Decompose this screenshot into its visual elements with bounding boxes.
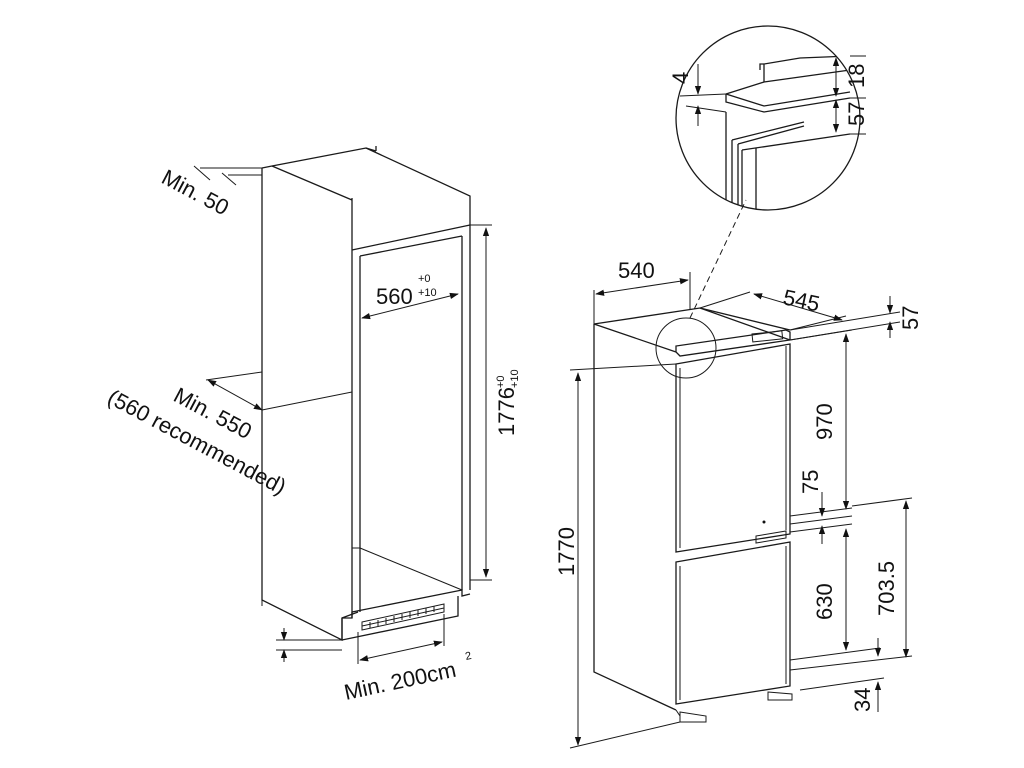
niche-width-tol-upper: +0 <box>418 273 431 285</box>
detail-thickness-label: 18 <box>844 64 869 88</box>
appliance-total-height-label: 1770 <box>554 527 579 576</box>
niche-height-label: 1776 <box>494 387 519 436</box>
detail-marker-circle <box>655 317 717 379</box>
appliance-top-offset-label: 57 <box>898 306 923 330</box>
min-top-gap-label: Min. 50 <box>158 164 233 220</box>
appliance-drawing: 540 545 57 1770 970 75 703.5 <box>554 199 923 749</box>
zoom-detail: 18 57 4 <box>668 25 869 211</box>
niche-height-tol-lower: +10 <box>509 369 521 388</box>
cabinet-drawing: Min. 50 560 +0 +10 1776 +0 +10 Min. 550 … <box>104 146 521 705</box>
detail-offset-label: 4 <box>668 72 693 84</box>
niche-height-tol-upper: +0 <box>495 375 507 388</box>
door-gap-label: 75 <box>798 470 823 494</box>
plinth-height-label: 34 <box>850 688 875 712</box>
hinge-height-label: 703.5 <box>874 561 899 616</box>
appliance-depth-label: 545 <box>781 284 822 316</box>
niche-width-label: 560 <box>376 284 413 309</box>
vent-area-superscript: 2 <box>464 650 472 663</box>
niche-width-tol-lower: +10 <box>418 287 437 299</box>
detail-top-depth-label: 57 <box>844 102 869 126</box>
min-vent-area-label: Min. 200cm <box>342 657 458 705</box>
upper-door-height-label: 970 <box>812 403 837 440</box>
lower-door-height-label: 630 <box>812 583 837 620</box>
vent-grille <box>361 603 445 631</box>
appliance-width-label: 540 <box>618 258 655 283</box>
